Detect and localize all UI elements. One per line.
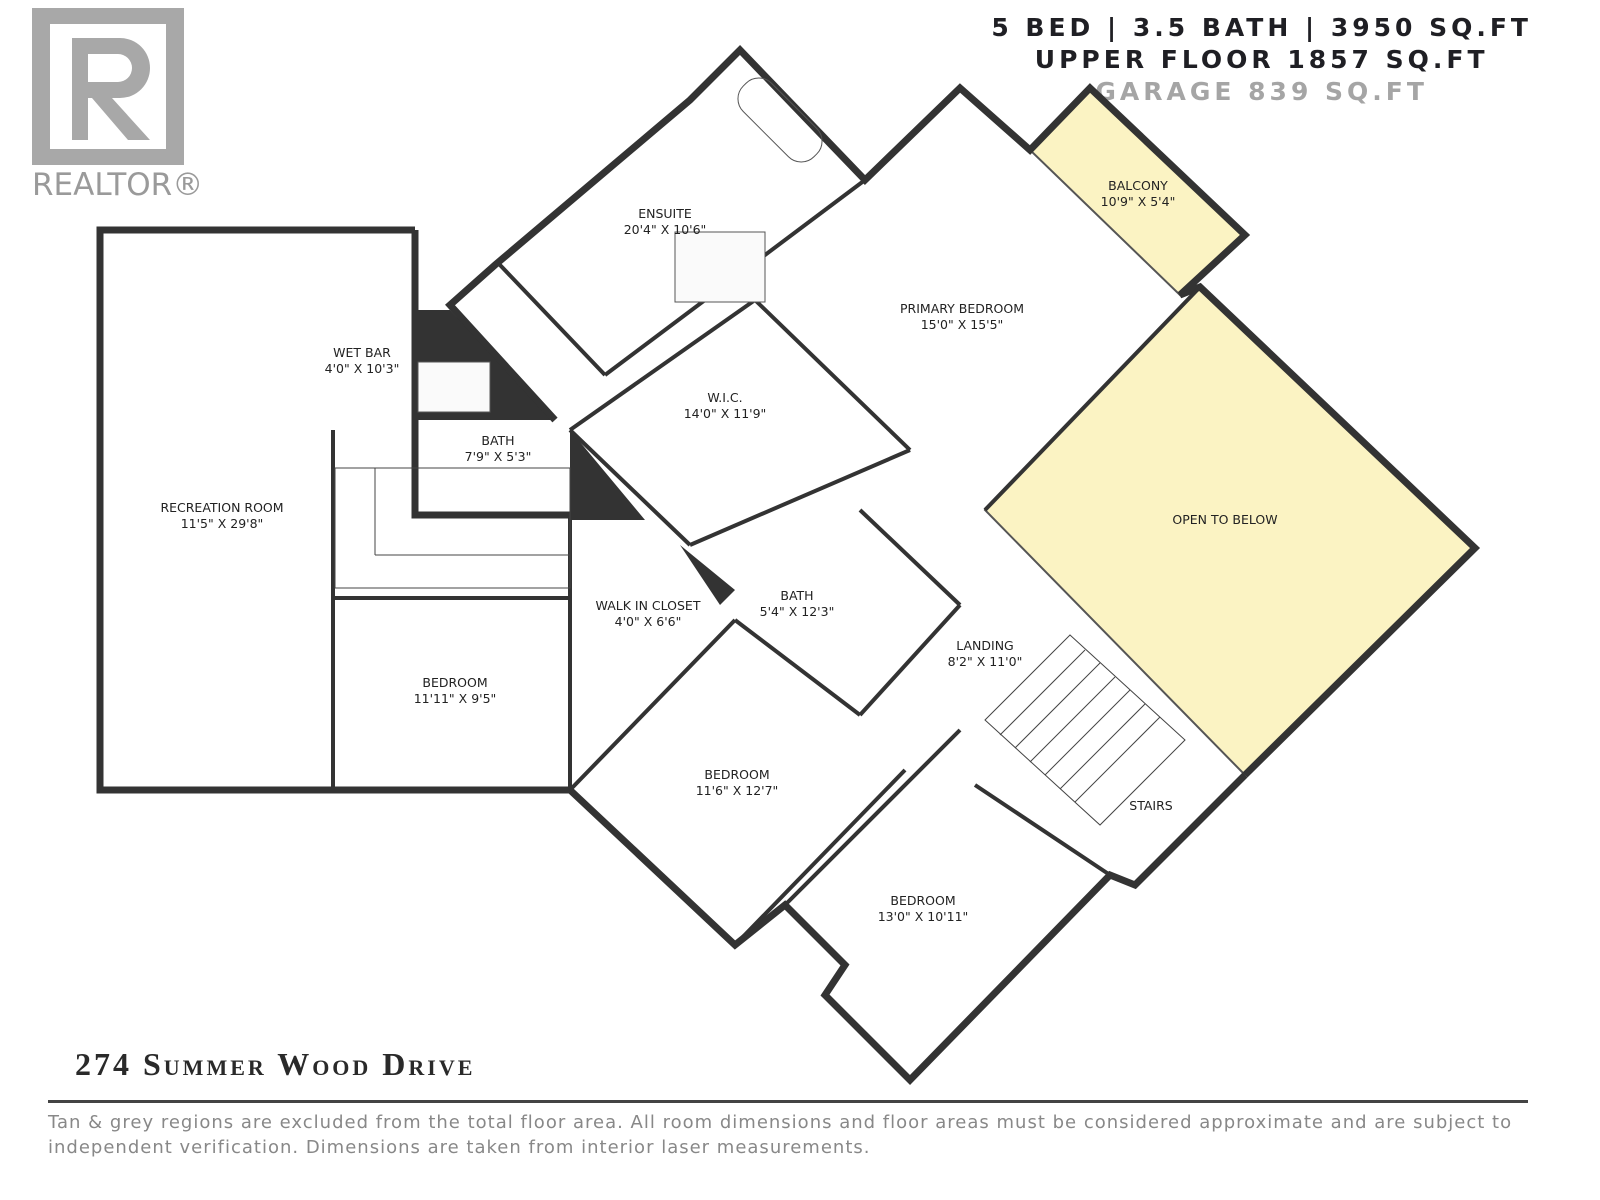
room-dims: 20'4" X 10'6" [624,222,707,237]
shower [674,231,766,303]
room-name: LANDING [956,638,1014,653]
room-dims: 8'2" X 11'0" [948,654,1023,669]
room-dims: 15'0" X 15'5" [921,317,1004,332]
stats-total: 5 BED | 3.5 BATH | 3950 SQ.FT [991,13,1532,42]
property-address: 274 Summer Wood Drive [75,1046,476,1082]
room-dims: 11'6" X 12'7" [696,783,779,798]
room-dims: 14'0" X 11'9" [684,406,767,421]
room-name: STAIRS [1129,798,1173,813]
room-name: BEDROOM [704,767,769,782]
room-dims: 4'0" X 10'3" [325,361,400,376]
stats-garage: GARAGE 839 SQ.FT [1095,77,1428,106]
realtor-logo: REALTOR® [32,8,204,203]
wall-chase [570,430,645,520]
open-to-below-area [983,285,1477,777]
wall-chase [680,545,735,605]
room-name: W.I.C. [707,390,742,405]
room-dims: 11'11" X 9'5" [414,691,497,706]
room-name: BEDROOM [422,675,487,690]
room-dims: 4'0" X 6'6" [615,614,682,629]
realtor-r-icon [32,8,184,165]
bathtub [737,77,823,163]
room-name: BALCONY [1108,178,1168,193]
room-dims: 5'4" X 12'3" [760,604,835,619]
room-name: BATH [780,588,813,603]
room-name: OPEN TO BELOW [1172,512,1277,527]
shower [417,361,491,413]
realtor-wordmark: REALTOR® [32,167,204,203]
room-name: PRIMARY BEDROOM [900,301,1024,316]
room-name: BATH [481,433,514,448]
stairs-lower [334,467,571,589]
room-name: RECREATION ROOM [160,500,283,515]
stairs-main [984,634,1186,826]
room-dims: 10'9" X 5'4" [1101,194,1176,209]
room-name: WALK IN CLOSET [596,598,701,613]
svg-text:W.I.C.14'0" X 11'9": W.I.C.14'0" X 11'9" [684,390,767,421]
room-dims: 11'5" X 29'8" [181,516,264,531]
walls [96,45,1481,1085]
room-name: WET BAR [333,345,391,360]
room-dims: 13'0" X 10'11" [878,909,969,924]
room-name: BEDROOM [890,893,955,908]
divider [48,1100,1528,1103]
property-stats: 5 BED | 3.5 BATH | 3950 SQ.FT UPPER FLOO… [991,12,1532,108]
room-dims: 7'9" X 5'3" [465,449,532,464]
disclaimer: Tan & grey regions are excluded from the… [48,1112,1513,1158]
stats-upper-floor: UPPER FLOOR 1857 SQ.FT [1034,45,1489,74]
room-name: ENSUITE [638,206,692,221]
